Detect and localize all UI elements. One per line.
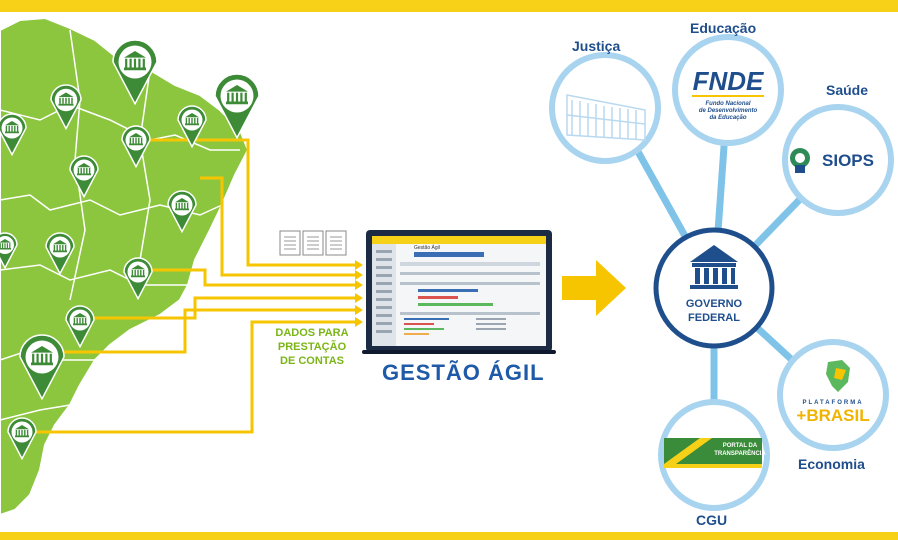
portal-line1: PORTAL DA bbox=[723, 443, 758, 449]
fnde-sub2: de Desenvolvimento bbox=[699, 108, 758, 114]
building-pin-icon bbox=[167, 190, 197, 234]
fnde-sub3: da Educação bbox=[709, 115, 746, 121]
arrow-right-icon bbox=[562, 260, 626, 316]
building-pin-icon bbox=[0, 232, 18, 270]
brazil-map bbox=[0, 16, 250, 517]
fnde-underline bbox=[692, 95, 764, 97]
building-pin-icon bbox=[121, 125, 151, 169]
building-pins bbox=[0, 39, 260, 461]
government-building-icon bbox=[690, 245, 738, 289]
dados-line2: PRESTAÇÃO bbox=[277, 341, 347, 353]
building-pin-icon bbox=[69, 155, 99, 199]
screen-title: Gestão Ágil bbox=[414, 244, 440, 251]
laptop-icon bbox=[362, 230, 556, 354]
data-connectors bbox=[25, 138, 355, 434]
building-pin-icon bbox=[7, 417, 37, 461]
justica-building-icon bbox=[566, 94, 646, 141]
brazil-map-icon bbox=[826, 360, 850, 392]
agency-circles bbox=[549, 34, 894, 511]
siops-emblem-icon bbox=[790, 148, 810, 173]
connector-arrowheads bbox=[355, 260, 363, 327]
gestao-agil-title: GESTÃO ÁGIL bbox=[382, 360, 545, 385]
building-pin-icon bbox=[112, 39, 158, 106]
center-label-line2: FEDERAL bbox=[688, 312, 740, 324]
building-pin-icon bbox=[50, 84, 82, 131]
building-pin-icon bbox=[177, 105, 207, 149]
portal-line2: TRANSPARÊNCIA bbox=[714, 449, 766, 457]
portal-transparencia-icon bbox=[664, 438, 762, 468]
dados-line3: DE CONTAS bbox=[280, 355, 344, 367]
building-pin-icon bbox=[0, 113, 27, 157]
fnde-logo: FNDE bbox=[693, 66, 764, 96]
plataforma-logo: +BRASIL bbox=[796, 406, 869, 425]
siops-logo: SIOPS bbox=[822, 151, 874, 170]
document-stack-icon bbox=[279, 230, 347, 256]
building-pin-icon bbox=[45, 232, 75, 276]
building-pin-icon bbox=[65, 305, 95, 349]
fnde-sub1: Fundo Nacional bbox=[706, 101, 751, 107]
dados-line1: DADOS PARA bbox=[275, 327, 349, 339]
label-justica: Justiça bbox=[572, 38, 621, 54]
dados-label: DADOS PARA PRESTAÇÃO DE CONTAS bbox=[262, 326, 362, 368]
label-economia: Economia bbox=[798, 456, 865, 472]
top-banner bbox=[0, 0, 898, 12]
building-pin-icon bbox=[214, 73, 260, 140]
plataforma-top: PLATAFORMA bbox=[802, 400, 863, 406]
label-educacao: Educação bbox=[690, 20, 757, 36]
label-saude: Saúde bbox=[826, 82, 869, 98]
center-label-line1: GOVERNO bbox=[686, 298, 743, 310]
bottom-banner bbox=[0, 532, 898, 540]
building-pin-icon bbox=[123, 257, 153, 301]
building-pin-icon bbox=[19, 334, 65, 401]
label-cgu: CGU bbox=[696, 512, 728, 528]
